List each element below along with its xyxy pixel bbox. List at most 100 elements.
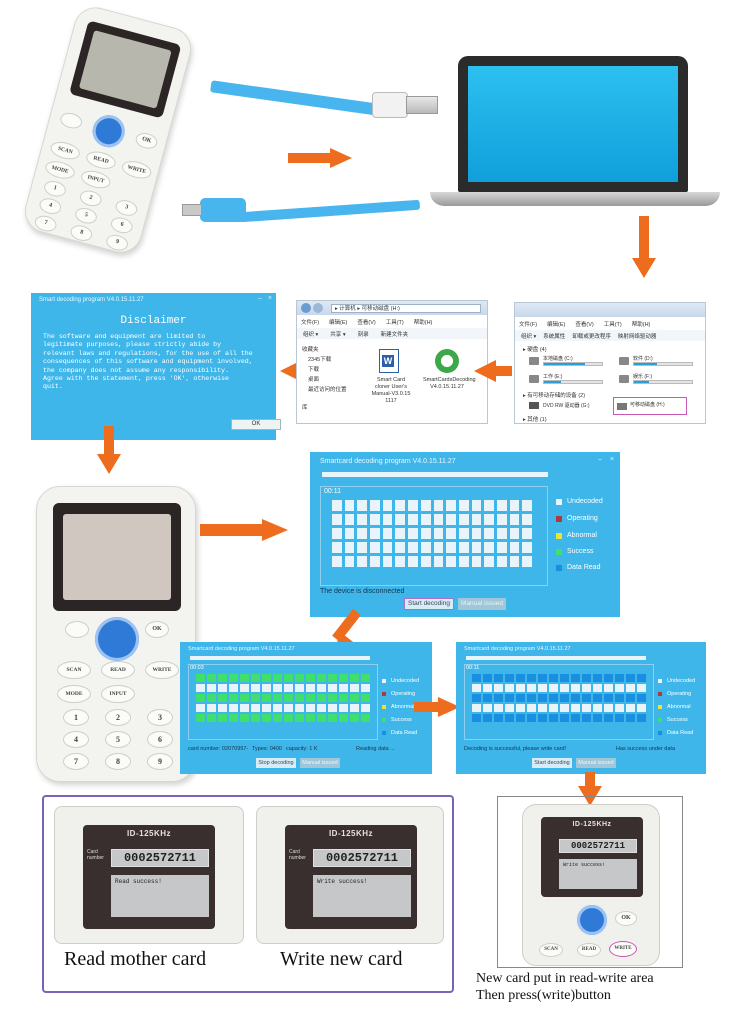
manual-issued-button[interactable]: Manual issued (300, 758, 340, 768)
handheld-device-top: OK SCAN READ WRITE MODE INPUT 1 2 3 4 5 … (20, 2, 196, 258)
arrow-to-main-program (200, 524, 264, 536)
sector-cell (626, 674, 635, 682)
drive-e[interactable]: 工作 (E:) (529, 373, 609, 387)
drive-c[interactable]: 本地磁盘 (C:) (529, 355, 609, 369)
menu-tools[interactable]: 工具(T) (385, 320, 404, 326)
sector-cell (494, 704, 503, 712)
tool-properties[interactable]: 系统属性 (543, 333, 566, 340)
card-number: card number: 02070997- (188, 746, 249, 752)
sector-cell (615, 704, 624, 712)
sector-cell (549, 704, 558, 712)
tool-map-drive[interactable]: 映射网络驱动器 (617, 333, 657, 340)
word-doc-icon[interactable]: W (379, 349, 399, 373)
sector-cell (494, 684, 503, 692)
sector-cell (262, 684, 271, 692)
drive-f[interactable]: 娱乐 (F:) (619, 373, 699, 387)
tool-organize[interactable]: 组织 ▾ (303, 331, 319, 338)
start-decoding-button[interactable]: Start decoding (404, 598, 454, 610)
sector-cell (494, 674, 503, 682)
forward-button-icon[interactable] (313, 303, 323, 313)
sector-cell (339, 684, 348, 692)
minimize-button[interactable]: – (598, 456, 602, 463)
sector-cell (273, 674, 282, 682)
nav-library[interactable]: 库 (302, 405, 308, 411)
tool-uninstall[interactable]: 卸载或更改程序 (572, 333, 611, 340)
section-other: ▸ 其他 (1) (523, 417, 547, 423)
sector-cell (484, 514, 494, 525)
sector-cell (395, 514, 406, 525)
sector-cell (361, 694, 370, 702)
legend-label: Success (391, 717, 412, 723)
close-button[interactable]: × (609, 456, 614, 463)
menu-edit[interactable]: 编辑(E) (329, 320, 348, 326)
address-bar[interactable]: ▸ 计算机 ▸ 可移动磁盘 (H:) (331, 304, 481, 313)
menu-view[interactable]: 查看(V) (357, 320, 376, 326)
nav-desktop[interactable]: 桌面 (308, 377, 320, 383)
sector-cell (207, 674, 216, 682)
menu-help[interactable]: 帮助(H) (631, 322, 651, 328)
legend-label: Data Read (667, 730, 694, 736)
sector-cell (382, 528, 393, 539)
handheld-device-large: OK SCAN READ WRITE MODE INPUT 1 2 3 4 5 … (36, 486, 196, 782)
nav-downloads-2345[interactable]: 2345下载 (308, 357, 332, 363)
nav-downloads[interactable]: 下载 (308, 367, 320, 373)
menu-file[interactable]: 文件(F) (301, 320, 320, 326)
sector-cell (306, 674, 315, 682)
usb-plug-tip (406, 96, 438, 114)
stop-decoding-button[interactable]: Stop decoding (256, 758, 296, 768)
menu-help[interactable]: 帮助(H) (413, 320, 433, 326)
nav-favorites[interactable]: 收藏夹 (302, 347, 319, 353)
nav-pane: 收藏夹 2345下载 下载 桌面 最近访问的位置 库 (302, 345, 364, 413)
tool-burn[interactable]: 刻录 (357, 331, 369, 338)
digit-key-5: 5 (73, 205, 99, 226)
sector-cell (328, 674, 337, 682)
block-area (464, 664, 654, 740)
tool-organize[interactable]: 组织 ▾ (521, 333, 537, 340)
sector-cell (446, 528, 456, 539)
refresh-app-icon[interactable] (435, 349, 459, 373)
sector-cell (604, 694, 613, 702)
card-number-value: 0002572711 (559, 839, 637, 853)
sector-cell (582, 694, 591, 702)
legend-success: Success (658, 717, 688, 723)
sector-cell (527, 694, 536, 702)
minimize-button[interactable]: – (258, 295, 262, 302)
device-disclaimer-display (63, 513, 171, 601)
menu-file[interactable]: 文件(F) (519, 322, 538, 328)
tool-share[interactable]: 共享 ▾ (330, 331, 346, 338)
power-key (58, 110, 84, 131)
manual-issued-button[interactable]: Manual issued (576, 758, 616, 768)
usb-drive-h[interactable]: 可移动磁盘 (H:) (613, 397, 687, 415)
drive-e-usage-bar (543, 380, 603, 384)
menu-view[interactable]: 查看(V) (575, 322, 594, 328)
legend-operating: Operating (556, 515, 598, 522)
start-decoding-button[interactable]: Start decoding (532, 758, 572, 768)
timer: 00:03 (190, 665, 204, 671)
back-button-icon[interactable] (301, 303, 311, 313)
digit-key-8: 8 (105, 753, 131, 770)
tool-new-folder[interactable]: 新建文件夹 (380, 331, 409, 338)
sector-cell (637, 714, 646, 722)
file-decoder-label[interactable]: SmartCardsDecoding V4.0.15.11.27 (423, 377, 476, 390)
disclaimer-title: Disclaimer (120, 315, 187, 327)
close-button[interactable]: × (267, 295, 272, 302)
drive-d[interactable]: 软件 (D:) (619, 355, 699, 369)
file-manual-label[interactable]: Smart Card cloner User's Manual-V3.0.15 … (371, 377, 411, 404)
status-message: Read success! (111, 875, 209, 917)
drive-d-usage-bar (633, 362, 693, 366)
manual-issued-button[interactable]: Manual issued (458, 598, 506, 610)
digit-key-7: 7 (33, 213, 59, 234)
digit-key-2: 2 (105, 709, 131, 726)
menu-tools[interactable]: 工具(T) (603, 322, 622, 328)
sector-cell (262, 674, 271, 682)
menu-edit[interactable]: 编辑(E) (547, 322, 566, 328)
legend-label: Operating (391, 691, 416, 697)
drive-d-label: 软件 (D:) (633, 356, 653, 362)
nav-recent[interactable]: 最近访问的位置 (308, 387, 347, 393)
sector-cell (484, 500, 494, 511)
sector-cell (395, 500, 406, 511)
sector-cell (484, 556, 494, 567)
swatch-operating-icon (556, 515, 562, 522)
dvd-drive[interactable]: DVD RW 驱动器 (G:) (529, 401, 609, 411)
ok-button[interactable]: OK (231, 419, 281, 430)
